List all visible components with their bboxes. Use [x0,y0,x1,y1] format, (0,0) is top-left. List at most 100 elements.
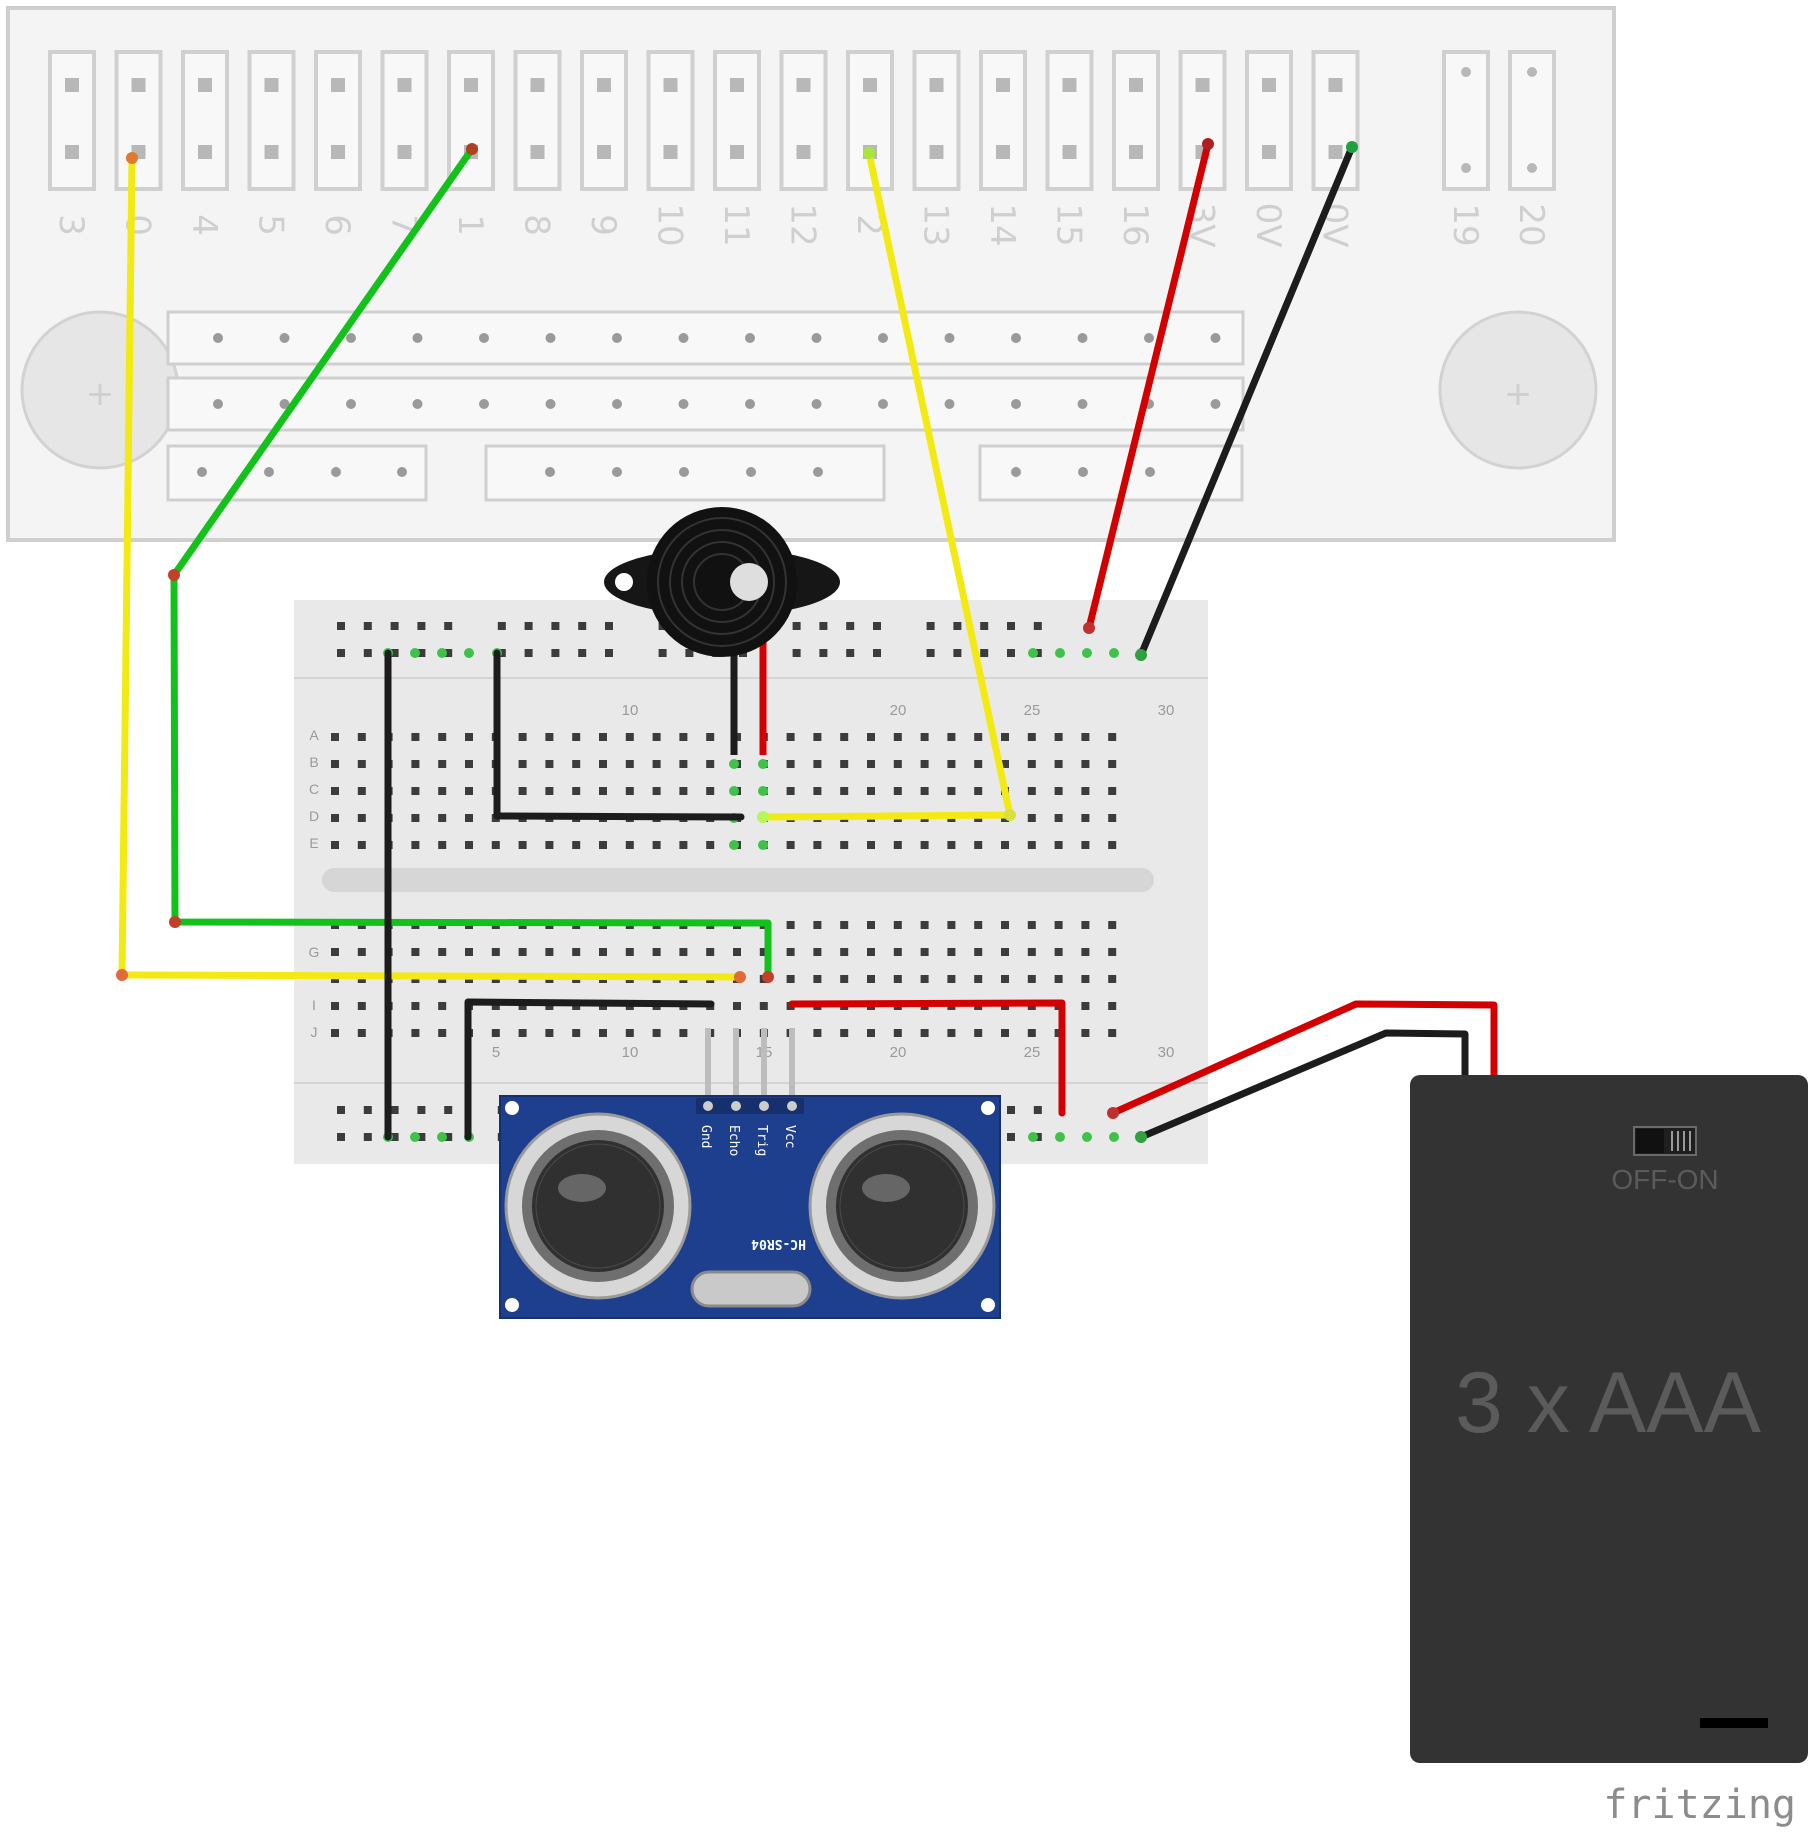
breadboard-hole [572,787,581,795]
rail-hole [605,622,613,630]
rail-hole [390,649,399,657]
breadboard-hole [518,1002,527,1010]
breadboard-hole [465,733,473,741]
sensor-pin-labels: Gnd Echo Trig Vcc [698,1125,797,1156]
battery-pack: OFF-ON 3 x AAA [1410,1075,1808,1763]
breadboard-hole [625,733,634,741]
breadboard-hole [545,948,554,956]
breadboard-hole [1001,948,1009,956]
breadboard-hole [893,948,902,956]
breadboard-hole [893,1029,902,1037]
rail-hole [819,622,828,630]
breadboard-hole [840,841,849,849]
pin-contact [65,145,79,159]
rail-hole [980,649,989,657]
breadboard-hole [331,841,339,849]
pin-label: 15 [1049,203,1089,246]
rail-hole [444,1106,453,1114]
breadboard-hole [759,948,768,956]
breadboard-hole [357,787,366,795]
breadboard-hole [974,787,983,795]
breadboard-hole [893,733,902,741]
breadboard-hole [920,921,929,929]
pin-slot [1045,50,1094,191]
connected-hole [758,786,768,796]
pin-contact [929,145,944,159]
pin-contact [264,145,279,159]
breadboard-row-labels: A B C D E G I J [309,727,320,1040]
breadboard-hole [465,787,473,795]
breadboard-hole [813,787,822,795]
breadboard-hole [1081,814,1090,822]
breadboard-hole [947,1029,956,1037]
header-dot [397,467,407,477]
breadboard-hole [679,787,688,795]
breadboard-hole [518,1029,527,1037]
row-label-i: I [312,997,316,1013]
rail-hole [337,1133,345,1141]
breadboard-hole [867,948,875,956]
row-label-a: A [309,727,319,743]
breadboard-hole [438,948,447,956]
breadboard-hole [840,760,849,768]
rail-hole [926,622,935,630]
breadboard-hole [1027,948,1036,956]
rail-hole [953,649,962,657]
header-dot [479,333,489,343]
breadboard-hole [813,921,822,929]
breadboard-hole [759,1002,768,1010]
header-strip-bottom-left [166,444,428,502]
rail-hole [792,622,801,630]
breadboard-hole [1108,733,1117,741]
header-dot [1077,399,1088,409]
connected-hole [437,1132,447,1142]
breadboard-hole [1108,760,1117,768]
breadboard-hole [411,733,420,741]
breadboard-hole [652,1029,661,1037]
header-dot [1078,467,1088,477]
pin-slot [1311,50,1360,191]
header-dot [264,467,274,477]
breadboard-center-channel [322,868,1154,892]
pin-contact [131,78,146,92]
piezo-buzzer [604,507,891,755]
breadboard-hole [465,841,473,849]
breadboard-hole [786,975,795,983]
breadboard-hole [1027,841,1036,849]
breadboard-hole [867,921,875,929]
breadboard-hole [679,1029,688,1037]
pin-label-extra: 19 [1445,203,1485,246]
header-dot [545,467,555,477]
breadboard-hole [599,1029,607,1037]
breadboard-hole [599,787,607,795]
breadboard-hole [331,948,339,956]
pin-contact [1527,163,1537,173]
rail-hole [846,622,855,630]
header-dot [1077,333,1088,343]
connected-hole [1109,1132,1119,1142]
breadboard-hole [920,760,929,768]
breadboard-hole [1108,1029,1117,1037]
breadboard-hole [679,841,688,849]
header-dot [1144,333,1154,343]
rail-hole [417,649,426,657]
rail-hole [551,649,560,657]
pin-label: 10 [650,203,690,246]
header-dot [746,467,756,477]
col-number-top: 20 [890,702,907,719]
pin-contact [198,78,212,92]
connected-hole [1028,648,1038,658]
header-dot-group [197,333,1221,477]
pin-contact [996,78,1010,92]
pin-contact [730,78,744,92]
power-switch[interactable] [1633,1126,1697,1156]
breadboard-hole [518,841,527,849]
breadboard-hole [411,841,420,849]
breadboard-hole [1054,760,1063,768]
breadboard-hole [518,733,527,741]
breadboard-hole [625,760,634,768]
sensor-pin-trig: Trig [754,1125,769,1156]
col-number-top: 30 [1158,702,1175,719]
pin-slot [513,50,562,191]
switch-label: OFF-ON [1611,1164,1718,1195]
